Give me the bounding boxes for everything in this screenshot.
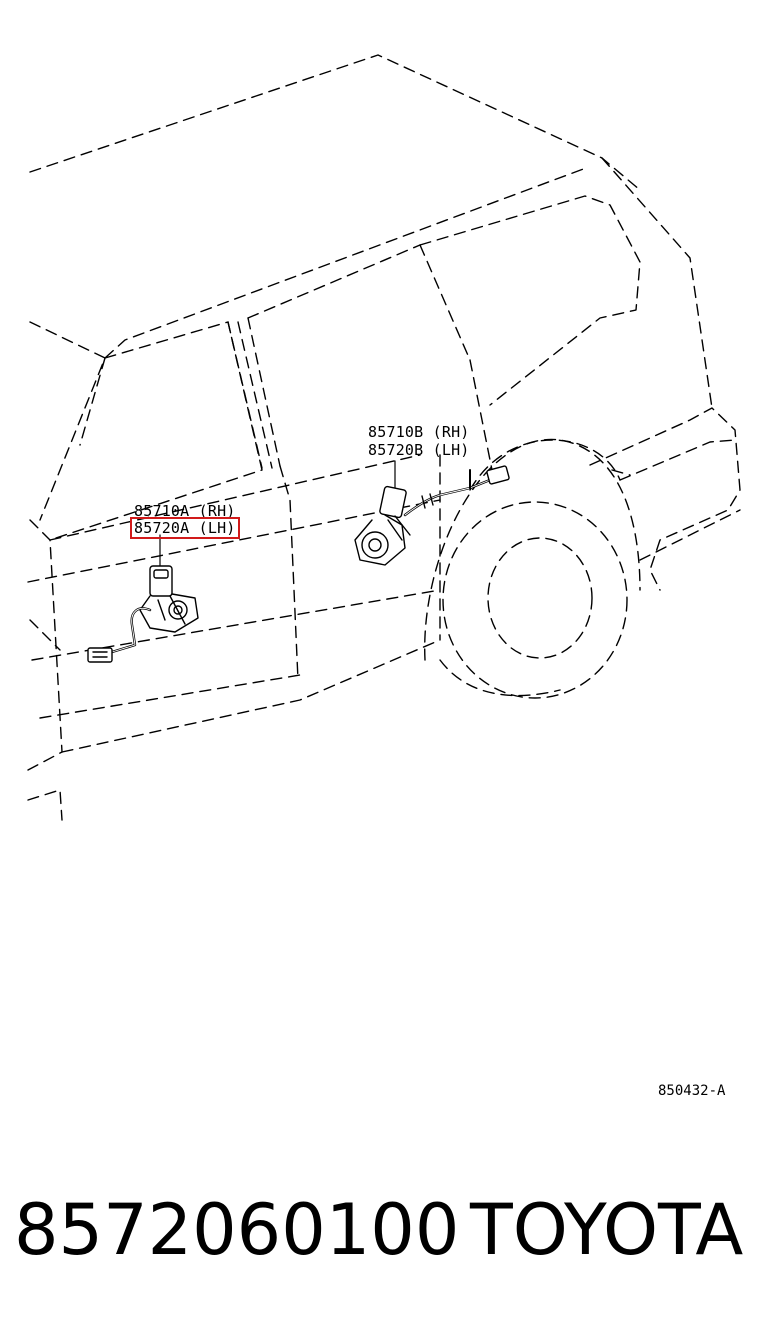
vehicle-body-outline bbox=[27, 54, 713, 821]
front-window-regulator-motor bbox=[87, 534, 199, 663]
footer-brand-name: TOYOTA bbox=[470, 1189, 744, 1271]
illustration-reference-code: 850432-A bbox=[658, 1083, 726, 1099]
callout-85720b-lh: 85720B (LH) bbox=[368, 441, 470, 459]
callout-85710b-rh: 85710B (RH) bbox=[368, 423, 470, 441]
rear-wheel bbox=[424, 438, 641, 699]
callout-85720a-lh-highlighted: 85720A (LH) bbox=[130, 517, 240, 539]
vehicle-rear-door-diagram bbox=[27, 54, 741, 821]
rear-window-regulator-motor bbox=[354, 460, 510, 566]
footer-part-number: 8572060100 bbox=[14, 1189, 460, 1271]
callout-85710a-rh: 85710A (RH) bbox=[134, 502, 236, 520]
rear-bumper bbox=[589, 407, 741, 591]
